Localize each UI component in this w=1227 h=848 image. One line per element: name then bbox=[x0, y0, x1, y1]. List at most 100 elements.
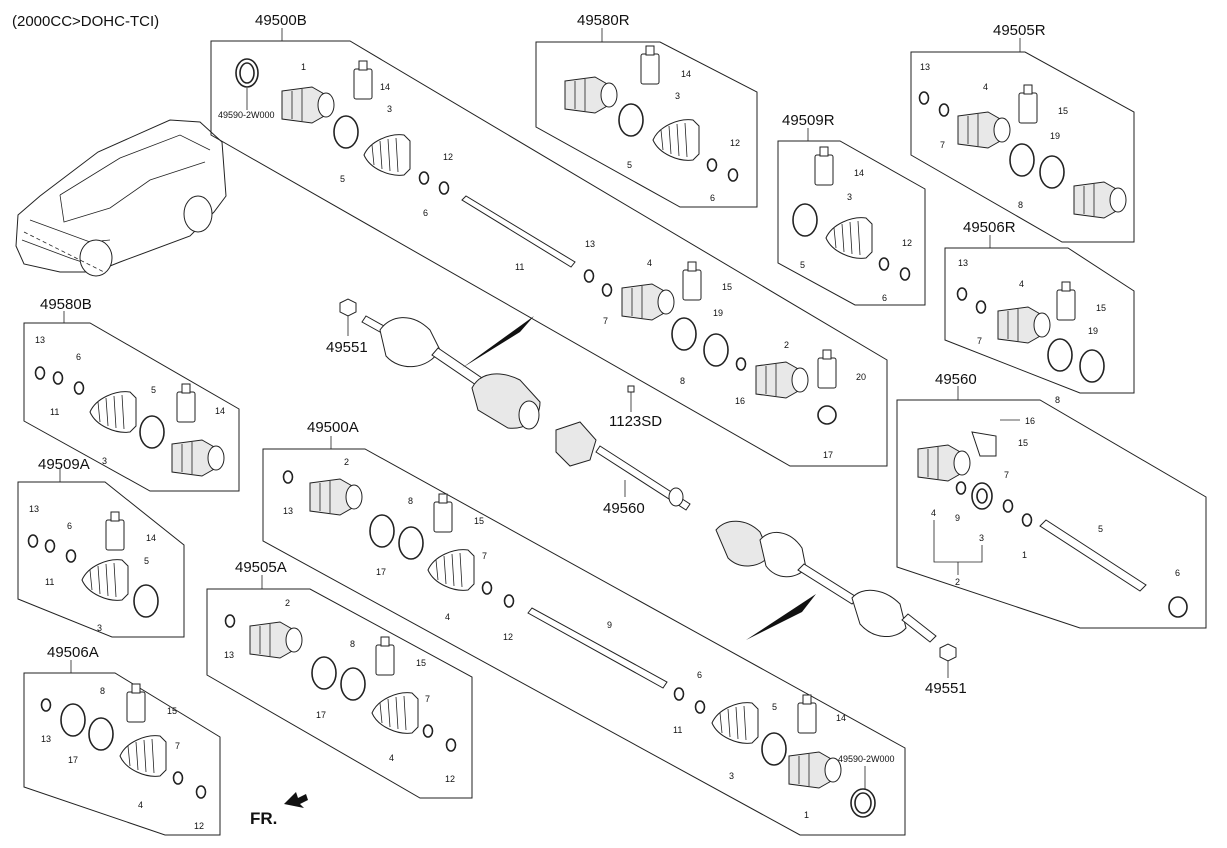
joint-4-49505r bbox=[957, 111, 1011, 149]
grease-15-49505a bbox=[375, 636, 395, 676]
oring-5-49580r bbox=[618, 103, 644, 137]
joint-4-49506r bbox=[997, 306, 1051, 344]
clamp-7-49506a bbox=[172, 771, 184, 785]
callout-14-49580r: 14 bbox=[681, 69, 691, 79]
callout-7-49505r: 7 bbox=[940, 140, 945, 150]
outer-joint-1-49500a bbox=[788, 751, 842, 789]
bracket-15-49560 bbox=[971, 431, 997, 457]
callout-5-49500b: 5 bbox=[340, 174, 345, 184]
callout-15-49506r: 15 bbox=[1096, 303, 1106, 313]
callout-13-49500b: 13 bbox=[585, 239, 595, 249]
oring-5-49509r bbox=[792, 203, 818, 237]
callout-7-49500b: 7 bbox=[603, 316, 608, 326]
car-illustration bbox=[15, 119, 227, 277]
joint-2-49505a bbox=[249, 621, 303, 659]
callout-6-49509a: 6 bbox=[67, 521, 72, 531]
callout-15-49560: 15 bbox=[1018, 438, 1028, 448]
ring-13-49505r bbox=[918, 91, 930, 105]
callout-2-49505a: 2 bbox=[285, 598, 290, 608]
bearing-3-49560 bbox=[971, 482, 993, 510]
abs-ring-49500b bbox=[235, 58, 259, 88]
oring-17-49500a bbox=[369, 514, 395, 548]
callout-17-49506a: 17 bbox=[68, 755, 78, 765]
ring-11-49580b bbox=[52, 371, 64, 385]
callout-3-49509a: 3 bbox=[97, 623, 102, 633]
callout-3-49580r: 3 bbox=[675, 91, 680, 101]
callout-8-49505r: 8 bbox=[1018, 200, 1023, 210]
boot-3-49509a bbox=[81, 559, 129, 601]
grease-14-49509a bbox=[105, 511, 125, 551]
callout-5-49580r: 5 bbox=[627, 160, 632, 170]
callout-20-49500b: 20 bbox=[856, 372, 866, 382]
nut-49551-lower bbox=[939, 643, 957, 662]
joint-49580b bbox=[171, 439, 225, 477]
box-49500a bbox=[262, 448, 906, 836]
box-49509a bbox=[17, 481, 185, 638]
callout-14-49509a: 14 bbox=[146, 533, 156, 543]
group-label-49509a: 49509A bbox=[38, 456, 90, 473]
callout-1-49560: 1 bbox=[1022, 550, 1027, 560]
group-label-49500b: 49500B bbox=[255, 12, 307, 29]
group-label-49560: 49560 bbox=[935, 371, 977, 388]
shaft-5-49560 bbox=[1039, 519, 1147, 592]
ring-13-49505a bbox=[224, 614, 236, 628]
oring-5-49580b bbox=[139, 415, 165, 449]
callout-5-49580b: 5 bbox=[151, 385, 156, 395]
callout-6-49500b: 6 bbox=[423, 208, 428, 218]
callout-16-49560: 16 bbox=[1025, 416, 1035, 426]
callout-17-49500a: 17 bbox=[376, 567, 386, 577]
callout-4-49500b: 4 bbox=[647, 258, 652, 268]
callout-14-49500b: 14 bbox=[380, 82, 390, 92]
seal-6-49560 bbox=[1168, 596, 1188, 618]
shaft-11-49500b bbox=[461, 195, 576, 268]
group-label-49509r: 49509R bbox=[782, 112, 835, 129]
oring-8-49505r bbox=[1009, 143, 1035, 177]
housing-2-49500b bbox=[755, 361, 809, 399]
pointer-wedge-lower bbox=[746, 594, 816, 640]
group-label-49500a: 49500A bbox=[307, 419, 359, 436]
callout-2-49500a: 2 bbox=[344, 457, 349, 467]
callout-6-49500a: 6 bbox=[697, 670, 702, 680]
callout-7-49506r: 7 bbox=[977, 336, 982, 346]
callout-15-49506a: 15 bbox=[167, 706, 177, 716]
front-driveshaft-assembly bbox=[361, 315, 541, 430]
callout-17-49500b: 17 bbox=[823, 450, 833, 460]
callout-12-49506a: 12 bbox=[194, 821, 204, 831]
group-label-49505r: 49505R bbox=[993, 22, 1046, 39]
clamp-12-49506a bbox=[195, 785, 207, 799]
oring-8-49500b bbox=[671, 317, 697, 351]
grease-14-49500b bbox=[353, 60, 373, 100]
callout-8-49506a: 8 bbox=[100, 686, 105, 696]
callout-16-49500b: 16 bbox=[735, 396, 745, 406]
callout-5-49509r: 5 bbox=[800, 260, 805, 270]
callout-13-49505a: 13 bbox=[224, 650, 234, 660]
engine-note: (2000CC>DOHC-TCI) bbox=[12, 13, 159, 30]
callout-13-49506r: 13 bbox=[958, 258, 968, 268]
grease-20-49500b bbox=[817, 349, 837, 389]
outer-joint-49500b bbox=[281, 86, 335, 124]
ring-13-49500b bbox=[583, 269, 595, 283]
fr-arrow-icon bbox=[284, 792, 308, 808]
box-49509r bbox=[777, 140, 926, 306]
clamp-6-49509r bbox=[878, 257, 890, 271]
grease-15-49500b bbox=[682, 261, 702, 301]
callout-11-49500b: 11 bbox=[515, 262, 524, 272]
pointer-wedge-upper bbox=[462, 316, 534, 368]
callout-13-49509a: 13 bbox=[29, 504, 39, 514]
box-49506a bbox=[23, 672, 221, 836]
oring-8-49505a bbox=[340, 667, 366, 701]
callout-14-49580b: 14 bbox=[215, 406, 225, 416]
group-label-49580b: 49580B bbox=[40, 296, 92, 313]
clamp-7-49500a bbox=[481, 581, 493, 595]
grease-14-49580r bbox=[640, 45, 660, 85]
box-49580r bbox=[535, 41, 758, 208]
oring-5-49509a bbox=[133, 584, 159, 618]
direction-label: FR. bbox=[250, 809, 277, 828]
ring-11-49509a bbox=[44, 539, 56, 553]
box-49560 bbox=[896, 399, 1207, 629]
oring-17-49505a bbox=[311, 656, 337, 690]
group-label-49506a: 49506A bbox=[47, 644, 99, 661]
callout-8-49505a: 8 bbox=[350, 639, 355, 649]
callout-5-49560: 5 bbox=[1098, 524, 1103, 534]
